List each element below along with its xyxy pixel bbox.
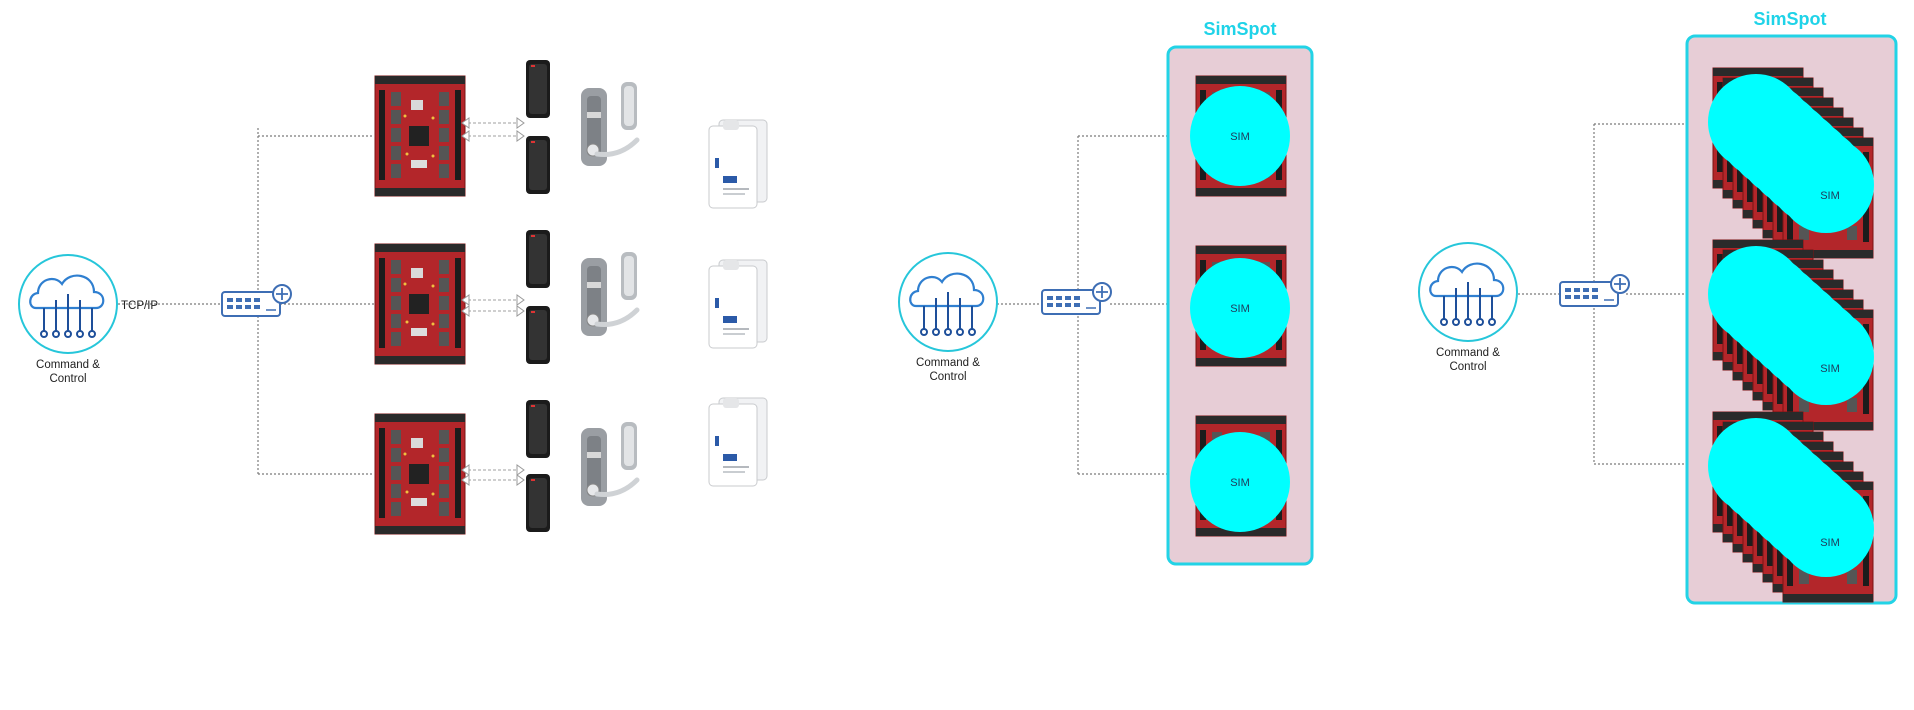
sim-label: SIM <box>1820 363 1840 375</box>
controller-board-icon <box>374 243 466 365</box>
sim-label: SIM <box>1230 131 1250 143</box>
board-sim-stacks <box>1708 67 1874 603</box>
access-card-icon <box>708 259 768 349</box>
card-reader-icon <box>526 474 550 532</box>
card-reader-icon <box>526 400 550 458</box>
card-reader-icon <box>526 306 550 364</box>
section-1: Command & Control TCP/IP <box>17 60 768 535</box>
sim-label: SIM <box>1230 477 1250 489</box>
stacked-sim-circle <box>1778 309 1874 405</box>
card-reader-icon <box>526 230 550 288</box>
section-2: Command & Control SimSpot SIM SIM SIM <box>897 19 1314 566</box>
access-card-icon <box>708 397 768 487</box>
cloud-label-line2: Control <box>49 373 86 385</box>
cloud-label-line2: Control <box>929 371 966 383</box>
sim-circle <box>1190 258 1290 358</box>
door-lock-icon <box>581 422 637 506</box>
door-lock-icon <box>581 252 637 336</box>
network-switch-icon <box>221 284 292 317</box>
cloud-network-icon <box>897 251 999 353</box>
controller-board-icon <box>374 413 466 535</box>
network-switch-icon <box>1559 274 1630 307</box>
simspot-title: SimSpot <box>1203 19 1276 39</box>
double-arrow-icon <box>461 464 525 476</box>
sim-label: SIM <box>1820 537 1840 549</box>
door-row-top <box>374 60 768 209</box>
access-card-icon <box>708 119 768 209</box>
cloud-label-line1: Command & <box>916 357 980 369</box>
cloud-label-line2: Control <box>1449 361 1486 373</box>
section-3: Command & Control SimSpot SIM SIM SIM <box>1417 9 1898 605</box>
stacked-sim-circle <box>1778 137 1874 233</box>
cloud-label-line1: Command & <box>36 359 100 371</box>
stacked-sim-circle <box>1778 481 1874 577</box>
cloud-label-line1: Command & <box>1436 347 1500 359</box>
door-row-bottom <box>374 397 768 535</box>
simspot-title: SimSpot <box>1753 9 1826 29</box>
double-arrow-icon <box>461 474 525 486</box>
network-switch-icon <box>1041 282 1112 315</box>
sim-circle <box>1190 432 1290 532</box>
tcpip-label: TCP/IP <box>121 300 158 312</box>
sim-circle <box>1190 86 1290 186</box>
sim-label: SIM <box>1820 190 1840 202</box>
double-arrow-icon <box>461 305 525 317</box>
card-reader-icon <box>526 136 550 194</box>
sim-label: SIM <box>1230 303 1250 315</box>
cloud-network-icon <box>1417 241 1519 343</box>
double-arrow-icon <box>461 130 525 142</box>
double-arrow-icon <box>461 294 525 306</box>
double-arrow-icon <box>461 117 525 129</box>
cloud-network-icon <box>17 253 119 355</box>
card-reader-icon <box>526 60 550 118</box>
controller-board-icon <box>374 75 466 197</box>
door-lock-icon <box>581 82 637 166</box>
door-row-middle <box>374 230 768 365</box>
